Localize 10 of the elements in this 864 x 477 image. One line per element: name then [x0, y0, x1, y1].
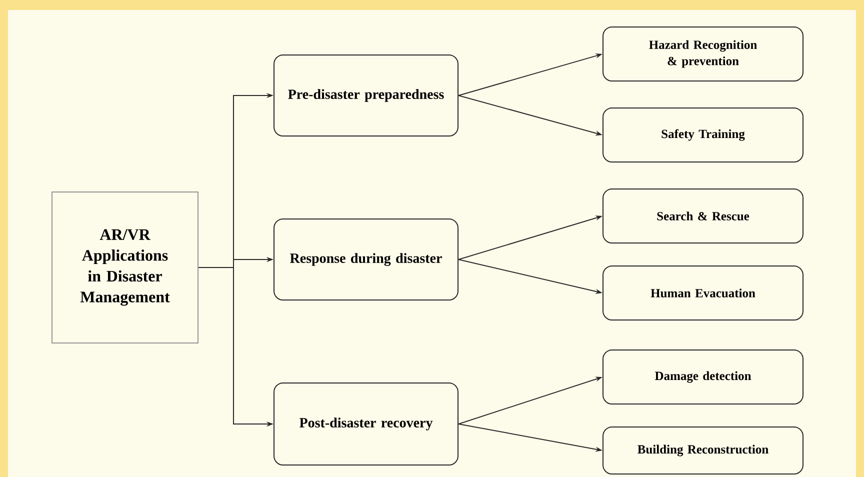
application-box: Human Evacuation — [602, 266, 804, 320]
title-box: AR/VR Applications in Disaster Management — [52, 192, 198, 344]
application-box: Damage detection — [602, 350, 804, 404]
application-box: Safety Training — [602, 108, 804, 162]
application-box: Building Reconstruction — [602, 426, 804, 474]
phase-box: Response during disaster — [274, 218, 458, 300]
application-box: Hazard Recognition & prevention — [602, 26, 804, 82]
application-box: Search & Rescue — [602, 188, 804, 244]
phase-box: Post-disaster recovery — [274, 382, 458, 466]
phase-box: Pre-disaster preparedness — [274, 54, 458, 136]
